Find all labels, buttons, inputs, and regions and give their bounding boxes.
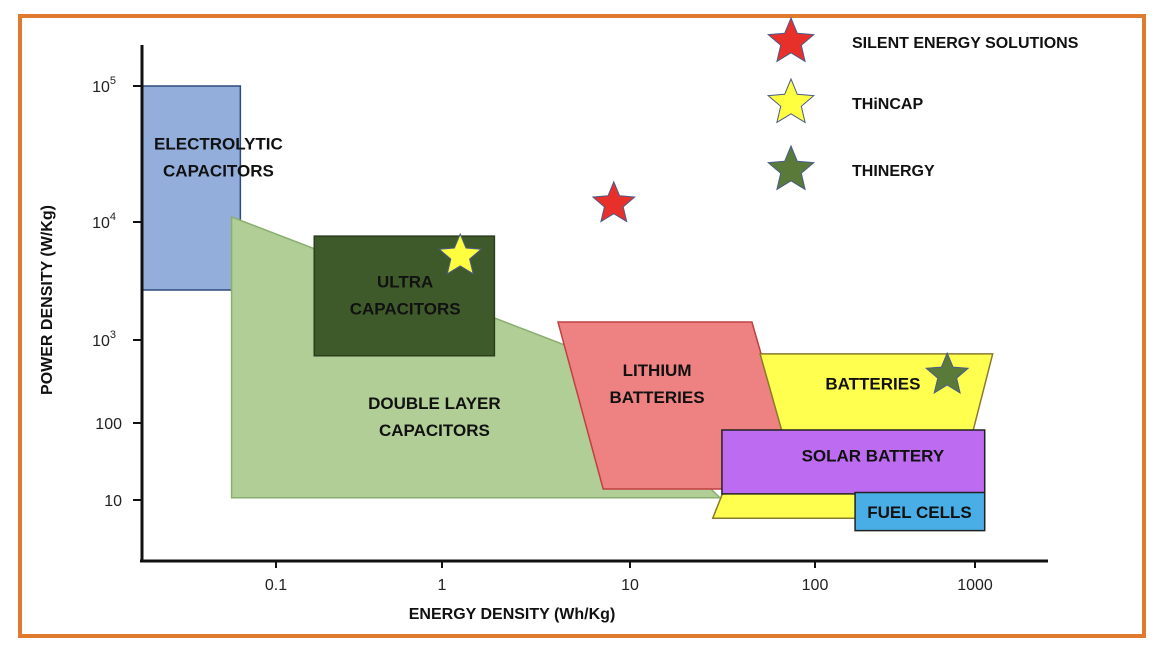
region-label-double-layer-capacitors: DOUBLE LAYER: [368, 394, 501, 413]
chart-frame: [18, 14, 1146, 638]
region-label-double-layer-capacitors: CAPACITORS: [379, 421, 490, 440]
y-tick-base: 10: [92, 333, 110, 350]
legend-star-icon: [766, 16, 816, 63]
x-tick-label: 1: [438, 577, 447, 594]
x-tick-label: 100: [802, 577, 829, 594]
y-tick-base: 10: [92, 215, 110, 232]
star-marker-silent-energy-solutions: [591, 180, 636, 223]
y-tick-base: 10: [104, 493, 122, 510]
legend-label: SILENT ENERGY SOLUTIONS: [852, 35, 1079, 52]
y-tick-exponent: 3: [110, 329, 116, 341]
legend-label: THiNCAP: [852, 96, 923, 113]
y-tick-label: 105: [92, 75, 116, 96]
region-label-solar-battery: SOLAR BATTERY: [802, 446, 945, 465]
y-tick-label: 103: [92, 329, 116, 350]
x-tick-label: 0.1: [265, 577, 287, 594]
y-tick-label: 10: [104, 493, 122, 510]
legend-star-icon: [766, 144, 816, 191]
y-axis-label: POWER DENSITY (W/Kg): [39, 205, 56, 395]
region-label-lithium-batteries: LITHIUM: [623, 361, 692, 380]
legend-star-icon: [766, 77, 816, 124]
star-marker-thincap: [438, 232, 483, 275]
region-label-electrolytic-capacitors: ELECTROLYTIC: [154, 135, 283, 154]
y-tick-exponent: 5: [110, 75, 116, 87]
region-fuel-cells: [854, 491, 986, 532]
y-tick-label: 100: [95, 416, 122, 433]
region-label-electrolytic-capacitors: CAPACITORS: [163, 162, 274, 181]
region-label-ultra-capacitors: CAPACITORS: [350, 300, 461, 319]
region-electrolytic-capacitors: [141, 85, 242, 291]
y-tick-exponent: 4: [110, 211, 116, 223]
y-tick-base: 10: [92, 79, 110, 96]
region-label-fuel-cells: FUEL CELLS: [867, 503, 972, 522]
legend-label: THINERGY: [852, 163, 935, 180]
star-marker-thinergy: [924, 351, 970, 394]
region-label-batteries: BATTERIES: [825, 374, 920, 393]
x-axis-label: ENERGY DENSITY (Wh/Kg): [409, 606, 616, 623]
y-tick-base: 100: [95, 416, 122, 433]
x-tick-label: 1000: [957, 577, 993, 594]
region-label-ultra-capacitors: ULTRA: [377, 273, 433, 292]
region-label-lithium-batteries: BATTERIES: [609, 388, 704, 407]
x-tick-label: 10: [621, 577, 639, 594]
y-tick-label: 104: [92, 211, 116, 232]
